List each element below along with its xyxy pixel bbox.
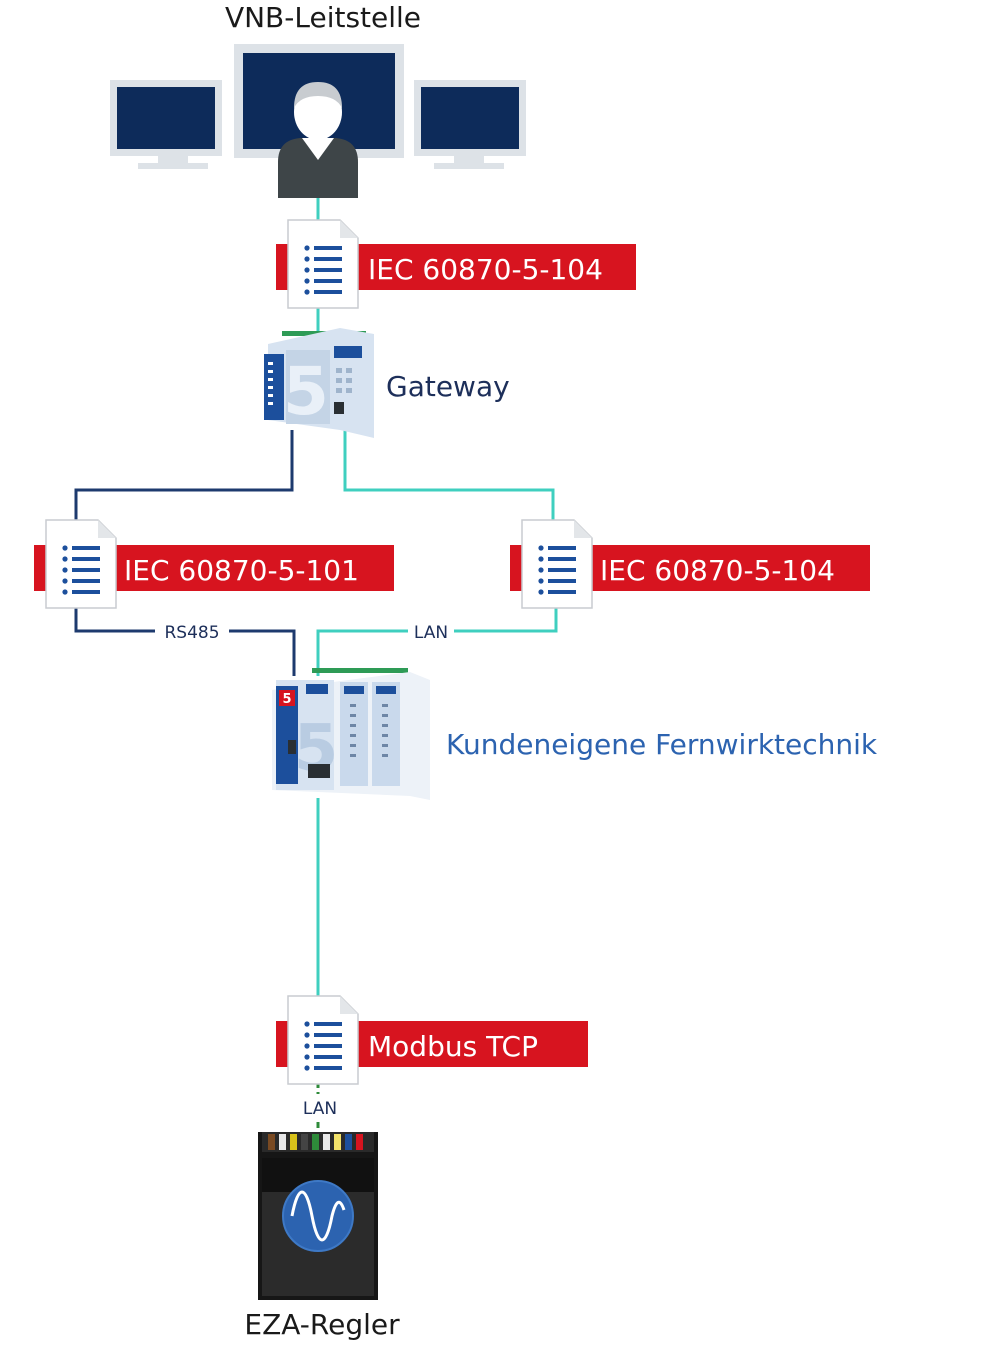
eza-controller-label: EZA-Regler <box>244 1308 400 1341</box>
control-center-label: VNB-Leitstelle <box>225 1 421 34</box>
svg-text:LAN: LAN <box>303 1099 337 1119</box>
gateway-node: 5 Gateway <box>264 328 510 438</box>
gateway-label: Gateway <box>386 370 510 403</box>
control-center-node: VNB-Leitstelle <box>110 1 526 198</box>
svg-text:LAN: LAN <box>414 623 448 643</box>
customer-rtu-label: Kundeneigene Fernwirktechnik <box>446 728 878 761</box>
eza-controller-device <box>258 1132 378 1300</box>
person-icon <box>278 82 358 198</box>
protocol-label: Modbus TCP <box>368 1030 538 1063</box>
svg-text:5: 5 <box>282 692 291 707</box>
protocol-label: IEC 60870-5-104 <box>600 554 835 587</box>
eza-controller-node: EZA-Regler <box>244 1132 400 1341</box>
document-list-icon <box>45 519 117 609</box>
line-gateway-right <box>343 430 555 528</box>
link-label-rs485: RS485 <box>155 620 229 643</box>
link-label-lan-upper: LAN <box>408 620 454 643</box>
protocol-badge-left: IEC 60870-5-101 <box>34 519 394 609</box>
link-label-lan-lower: LAN <box>294 1094 344 1119</box>
protocol-label: IEC 60870-5-101 <box>124 554 359 587</box>
svg-text:5: 5 <box>283 353 329 430</box>
document-list-icon <box>287 995 359 1085</box>
customer-rtu-node: 5 5 Kundeneigene Fernwirktechnik <box>272 668 878 800</box>
gateway-device: 5 <box>264 328 374 438</box>
document-list-icon <box>287 219 359 309</box>
protocol-badge-bottom: Modbus TCP <box>276 995 588 1085</box>
terminal-strip <box>262 1132 374 1152</box>
monitor-icon <box>414 80 526 169</box>
protocol-label: IEC 60870-5-104 <box>368 253 603 286</box>
monitor-icon <box>110 80 222 169</box>
rtu-device: 5 5 <box>272 668 430 800</box>
document-list-icon <box>521 519 593 609</box>
svg-text:RS485: RS485 <box>164 623 219 643</box>
protocol-badge-top: IEC 60870-5-104 <box>276 219 636 309</box>
protocol-badge-right: IEC 60870-5-104 <box>510 519 870 609</box>
line-gateway-left <box>74 430 294 528</box>
sine-wave-icon <box>282 1180 354 1252</box>
